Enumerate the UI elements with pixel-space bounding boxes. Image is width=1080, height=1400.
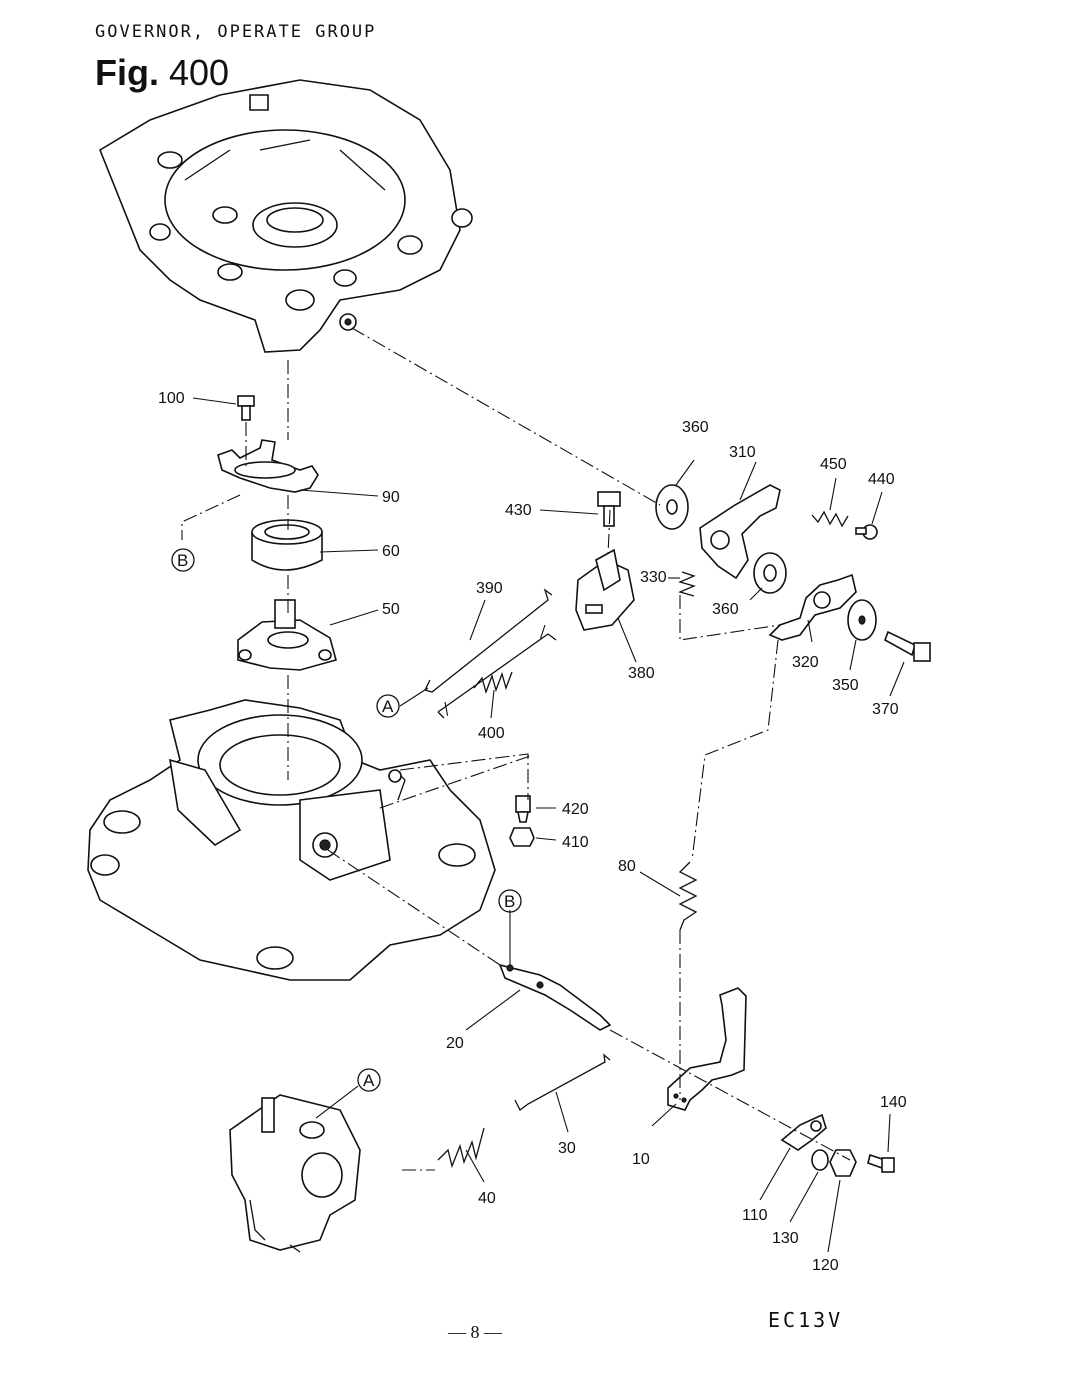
callout-140: 140 <box>880 1094 907 1111</box>
figure-number: 400 <box>169 52 230 93</box>
callout-450: 450 <box>820 456 847 473</box>
callout-370: 370 <box>872 701 899 718</box>
reference-markers: B A B A <box>171 548 522 1092</box>
callout-360-lower: 360 <box>712 601 739 618</box>
alignment-lines <box>181 327 851 1171</box>
callout-440: 440 <box>868 471 895 488</box>
washer-350 <box>847 599 877 641</box>
screw-420 <box>515 795 531 823</box>
spring-450 <box>811 510 849 528</box>
callout-90: 90 <box>382 489 400 506</box>
figure-label: Fig. 400 <box>95 52 229 94</box>
control-lever-310 <box>699 484 781 580</box>
callout-420: 420 <box>562 801 589 818</box>
carburetor <box>229 1094 361 1253</box>
rod-30 <box>514 1053 611 1111</box>
screw-440 <box>855 524 878 540</box>
callout-40: 40 <box>478 1190 496 1207</box>
ref-label-b-left: B <box>177 551 188 570</box>
plate-110 <box>780 1113 827 1151</box>
page-number: — 8 — <box>448 1322 502 1342</box>
callout-110: 110 <box>742 1207 768 1224</box>
ref-marker-a-carb: A <box>357 1068 381 1092</box>
nut-120 <box>829 1149 857 1177</box>
upper-housing <box>99 79 473 353</box>
callout-80: 80 <box>618 858 636 875</box>
governor-weight-50 <box>237 599 337 671</box>
ref-label-b-shaft: B <box>504 892 515 911</box>
callout-410: 410 <box>562 834 589 851</box>
washer-130 <box>811 1149 829 1171</box>
spring-400 <box>437 633 557 719</box>
callout-10: 10 <box>632 1151 650 1168</box>
diagram-title: GOVERNOR, OPERATE GROUP <box>95 22 377 42</box>
part-callouts: 100 90 60 50 360 310 450 440 430 330 360… <box>158 390 907 1274</box>
bolt-430 <box>597 491 621 527</box>
callout-20: 20 <box>446 1035 464 1052</box>
spring-330 <box>678 571 696 597</box>
spring-80 <box>678 861 698 931</box>
leader-lines <box>192 397 905 1253</box>
callout-430: 430 <box>505 502 532 519</box>
governor-bolt-100 <box>237 395 255 421</box>
callout-330: 330 <box>640 569 667 586</box>
callout-310: 310 <box>729 444 756 461</box>
callout-120: 120 <box>812 1257 839 1274</box>
callout-390: 390 <box>476 580 503 597</box>
governor-shaft-20 <box>498 963 612 1031</box>
governor-sleeve-60 <box>251 519 323 571</box>
nut-410 <box>509 827 535 847</box>
ref-marker-b-left: B <box>171 548 195 572</box>
ref-marker-a-left: A <box>376 694 400 718</box>
bolt-370 <box>884 630 931 662</box>
governor-plate-90 <box>217 439 319 493</box>
bracket-380 <box>575 548 635 631</box>
ref-marker-b-shaft: B <box>498 889 522 913</box>
washer-360-lower <box>753 552 787 594</box>
callout-50: 50 <box>382 601 400 618</box>
callout-360-upper: 360 <box>682 419 709 436</box>
ref-label-a-carb: A <box>363 1071 375 1090</box>
callout-350: 350 <box>832 677 859 694</box>
model-code: EC13V <box>768 1308 844 1332</box>
governor-lever-10 <box>667 987 747 1111</box>
callout-30: 30 <box>558 1140 576 1157</box>
callout-60: 60 <box>382 543 400 560</box>
callout-130: 130 <box>772 1230 799 1247</box>
washer-360-upper <box>655 484 689 530</box>
callout-380: 380 <box>628 665 655 682</box>
lever-320 <box>768 573 857 641</box>
callout-400: 400 <box>478 725 505 742</box>
callout-320: 320 <box>792 654 819 671</box>
ref-label-a-left: A <box>382 697 394 716</box>
callout-100: 100 <box>158 390 185 407</box>
lower-base-housing <box>87 699 496 981</box>
figure-prefix: Fig. <box>95 52 159 93</box>
spring-40 <box>437 1127 485 1169</box>
rod-390 <box>424 588 553 693</box>
bolt-140 <box>867 1153 895 1173</box>
